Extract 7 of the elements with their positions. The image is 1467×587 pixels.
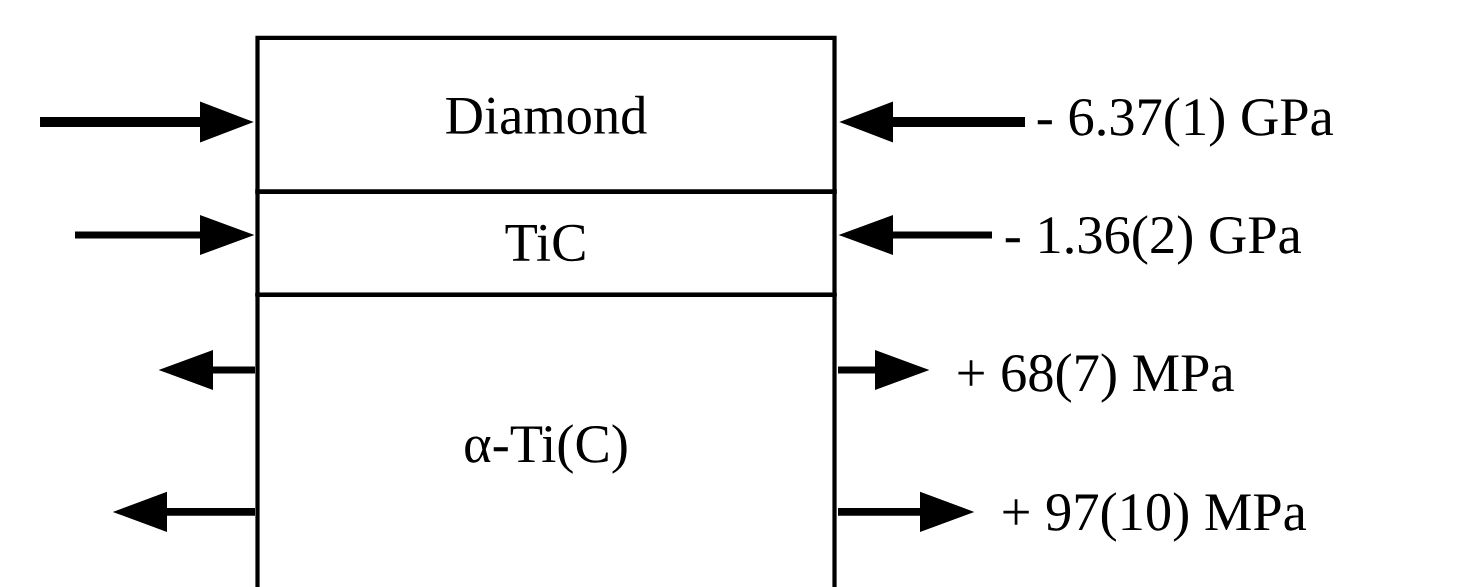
layer-box: α-Ti(C) — [255, 292, 837, 587]
stress-value: - 1.36(2) GPa — [1005, 215, 1301, 265]
stress-value: - 6.37(1) GPa — [1037, 97, 1333, 147]
stress-value: + 97(10) MPa — [1003, 492, 1307, 542]
layer-box: TiC — [255, 189, 837, 297]
stress-value: + 68(7) MPa — [958, 353, 1234, 403]
layer-box: Diamond — [255, 35, 837, 195]
